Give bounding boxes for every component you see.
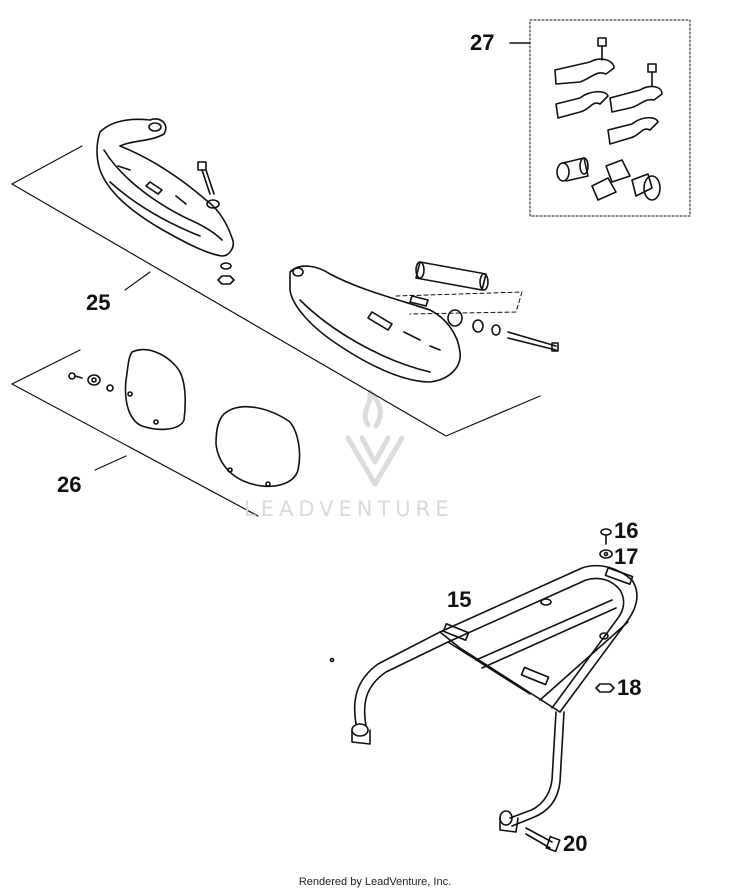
nut-18-icon	[595, 683, 615, 693]
callout-26: 26	[57, 472, 82, 497]
bolt-16-icon	[600, 528, 612, 545]
watermark-text: LEADVENTURE	[244, 497, 454, 521]
insert-sleeve-icon	[591, 177, 617, 201]
footer-credit: Rendered by LeadVenture, Inc.	[298, 876, 452, 888]
callout-15: 15	[447, 587, 472, 612]
bolt-20-icon	[525, 827, 561, 853]
rack-mount-icon	[351, 723, 371, 745]
clamp-bolt-icon	[647, 63, 657, 87]
handguard-clamp-kit	[509, 19, 691, 217]
deflector-screw-icon	[68, 372, 114, 392]
clamp-upper-icon	[609, 85, 663, 113]
luggage-rack	[351, 564, 638, 833]
right-handguard	[289, 265, 461, 383]
stray-dot	[329, 657, 335, 663]
nut-icon	[217, 275, 235, 285]
callout-17: 17	[614, 544, 639, 569]
handlebar-end-icon	[395, 261, 559, 352]
callout-18: 18	[617, 675, 642, 700]
insert-sleeve-icon	[605, 159, 631, 183]
clamp-lower-icon	[607, 116, 659, 145]
clamp-upper-icon	[554, 58, 615, 85]
handguard-group-outline	[11, 145, 541, 437]
bar-end-plug-icon	[631, 173, 661, 201]
wind-deflector-left	[124, 348, 186, 431]
callout-16: 16	[614, 518, 639, 543]
clamp-bolt-icon	[597, 37, 607, 61]
washer-icon	[220, 262, 232, 270]
left-handguard	[96, 118, 235, 257]
callout-20: 20	[563, 831, 588, 856]
washer-17-icon	[599, 549, 613, 559]
clamp-lower-icon	[555, 90, 609, 119]
wind-deflector-right	[215, 405, 301, 488]
handguard-bolt-icon	[197, 161, 220, 209]
callout-27: 27	[470, 30, 495, 55]
callout-25: 25	[86, 290, 111, 315]
rack-mount-icon	[499, 810, 519, 833]
wind-deflector-group-outline	[11, 349, 259, 517]
bar-end-sleeve-icon	[556, 157, 589, 182]
